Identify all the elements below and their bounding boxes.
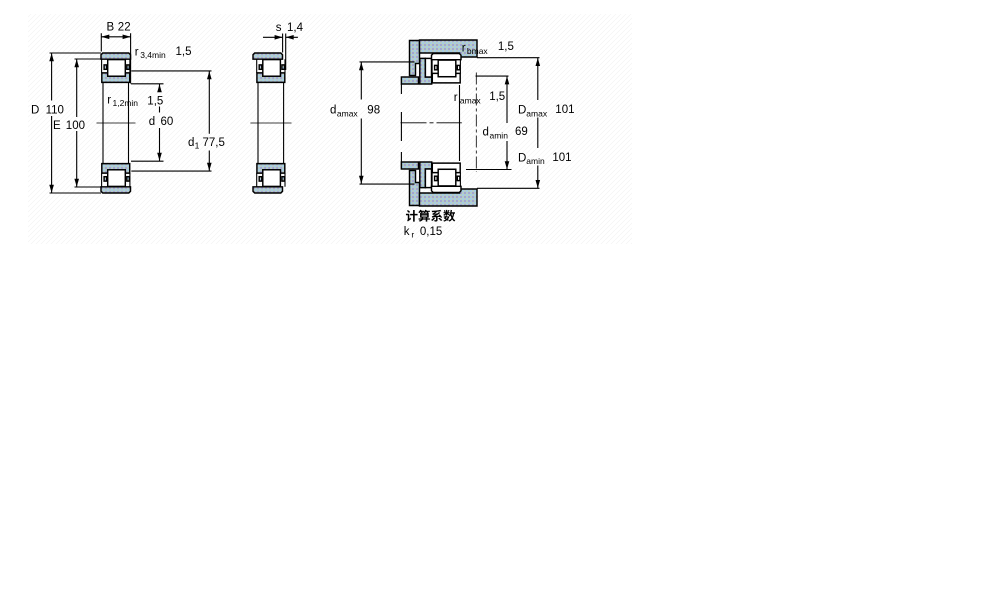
dim-r34-sub: 3,4min bbox=[140, 50, 166, 60]
dim-d1-sub: 1 bbox=[195, 141, 200, 151]
dim-rb-value: 1,5 bbox=[498, 41, 514, 53]
dim-Damin-sub: amin bbox=[526, 156, 545, 166]
dim-ra-label: r bbox=[454, 92, 458, 104]
dim-Damax-value: 101 bbox=[555, 104, 574, 116]
dim-damax: d amax 98 bbox=[330, 61, 415, 185]
dim-damin-label: d bbox=[483, 127, 489, 139]
dim-r12-value: 1,5 bbox=[147, 95, 163, 107]
dim-D-label: D bbox=[31, 104, 39, 116]
dim-d1-label: d bbox=[188, 137, 194, 149]
shaft-seat-top bbox=[400, 76, 420, 85]
dim-damin: d amin 69 bbox=[466, 75, 528, 171]
dim-d: d 60 bbox=[131, 83, 174, 162]
dim-D-value: 110 bbox=[46, 104, 64, 116]
dim-r34: r 3,4min 1,5 bbox=[135, 46, 192, 60]
dim-D: D 110 bbox=[31, 52, 101, 194]
kr-label: k bbox=[404, 226, 410, 238]
dim-B: B 22 bbox=[100, 22, 132, 84]
dim-d1: d 1 77,5 bbox=[131, 70, 225, 172]
shaft-seat-bottom bbox=[400, 161, 420, 170]
dim-Damin-value: 101 bbox=[552, 152, 571, 164]
dim-r34-label: r bbox=[135, 47, 139, 59]
kr-value: 0,15 bbox=[420, 226, 442, 238]
figure-watermark-hatch bbox=[28, 14, 632, 244]
dim-E-label: E bbox=[53, 120, 61, 132]
dim-Damax-sub: amax bbox=[526, 108, 548, 118]
mounted-bearing-bottom-half bbox=[430, 162, 462, 194]
dim-damin-sub: amin bbox=[490, 130, 509, 140]
dim-d1-value: 77,5 bbox=[203, 137, 225, 149]
mounted-bearing-top-half bbox=[430, 52, 462, 84]
dim-rb: r bmax 1,5 bbox=[462, 41, 514, 56]
dim-damax-value: 98 bbox=[367, 105, 380, 117]
dim-d-value: 60 bbox=[161, 116, 174, 128]
dim-E-value: 100 bbox=[66, 120, 85, 132]
dim-s-value: 1,4 bbox=[287, 22, 304, 34]
dim-Damax-label: D bbox=[518, 105, 526, 117]
dim-ra-value: 1,5 bbox=[489, 91, 505, 103]
dim-damin-value: 69 bbox=[515, 126, 528, 138]
dim-r34-value: 1,5 bbox=[176, 46, 192, 58]
dim-r12-sub: 1,2min bbox=[113, 98, 139, 108]
dim-E: E 100 bbox=[53, 58, 101, 188]
dim-rb-sub: bmax bbox=[467, 46, 489, 56]
dim-r12: r 1,2min 1,5 bbox=[107, 95, 163, 109]
axial-displacement-view: s 1,4 bbox=[250, 22, 304, 194]
dim-ra-sub: amax bbox=[460, 96, 482, 106]
dim-B-label: B bbox=[107, 22, 115, 34]
kr-sub: r bbox=[411, 230, 414, 240]
dim-d-label: d bbox=[149, 116, 155, 128]
dim-r12-label: r bbox=[107, 95, 111, 107]
dim-ra: r amax 1,5 bbox=[454, 91, 505, 106]
mounted-arrangement-view: d amax 98 D amax 101 D amin 101 d amin 6… bbox=[330, 39, 574, 240]
front-section-view: B 22 r 3,4min 1,5 r 1,2min 1,5 D 110 E bbox=[31, 22, 225, 194]
dim-s: s 1,4 bbox=[263, 22, 304, 70]
dim-s-label: s bbox=[276, 22, 282, 34]
kr-factor: k r 0,15 bbox=[404, 226, 442, 240]
dim-damax-sub: amax bbox=[337, 108, 359, 118]
calculation-factors-heading bbox=[405, 209, 456, 222]
dim-Da: D amax 101 D amin 101 bbox=[477, 57, 574, 189]
dim-damax-label: d bbox=[330, 105, 336, 117]
abutment-gap-top bbox=[424, 57, 433, 78]
dim-rb-label: r bbox=[462, 43, 466, 55]
dim-Damin-label: D bbox=[518, 152, 526, 164]
abutment-gap-bottom bbox=[424, 168, 433, 189]
dim-B-value: 22 bbox=[118, 22, 131, 34]
